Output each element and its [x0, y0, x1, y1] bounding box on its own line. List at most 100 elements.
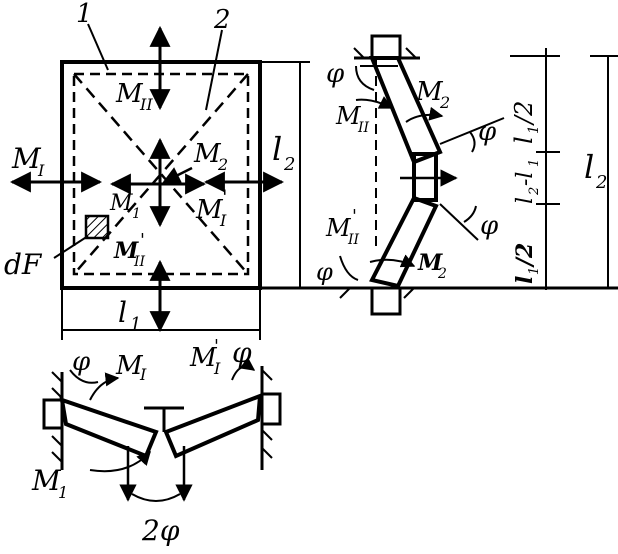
svg-text:l: l — [513, 197, 538, 204]
label-M1-center: M 1 — [109, 191, 141, 222]
svg-text:1: 1 — [132, 206, 141, 222]
svg-text:II: II — [133, 254, 146, 270]
svg-text:1: 1 — [130, 314, 141, 335]
upper-panel — [369, 56, 443, 165]
yield-line-diagonal-1 — [73, 73, 249, 275]
phi-arc-left — [69, 369, 99, 384]
svg-text:M: M — [31, 464, 62, 497]
svg-text:1: 1 — [526, 125, 542, 134]
yield-line-diagonal-2 — [73, 73, 249, 275]
m2-arc-bottom — [369, 254, 416, 268]
label-phi-bottom-left: φ — [72, 347, 91, 377]
dimension-right — [510, 48, 618, 290]
label-2: 2 — [213, 5, 231, 35]
label-M2-right-bottom: M 2 — [417, 250, 447, 282]
m2-arc-right — [405, 106, 444, 123]
leader-1 — [87, 23, 109, 71]
dimension-l1 — [61, 288, 261, 340]
svg-text:-l: -l — [513, 172, 538, 186]
svg-text:M: M — [325, 214, 352, 242]
svg-text:l: l — [584, 148, 594, 186]
svg-text:': ' — [214, 336, 219, 357]
svg-text:2: 2 — [439, 93, 450, 112]
svg-text:M: M — [335, 102, 362, 130]
svg-text:M: M — [189, 343, 218, 373]
label-M-I-prime-bottom: M I ' — [189, 336, 221, 378]
svg-text:I: I — [139, 365, 147, 384]
svg-text:I: I — [213, 359, 221, 378]
left-support-block — [42, 398, 64, 430]
label-M2-center: M 2 — [193, 139, 228, 174]
plate-group — [9, 23, 285, 333]
right-support-block — [260, 392, 282, 426]
right-panel — [163, 392, 263, 459]
svg-text:I: I — [37, 161, 45, 180]
svg-text:l: l — [118, 296, 127, 329]
label-l1-half-bottom: l 1 /2 — [512, 243, 542, 284]
svg-text:': ' — [140, 230, 145, 251]
label-phi-bottom-right: φ — [232, 336, 252, 369]
phi-arc-mid — [469, 131, 476, 153]
dimension-l2-square — [260, 61, 310, 288]
svg-text:1: 1 — [58, 483, 68, 502]
phi-arc-top — [355, 65, 375, 91]
mII-arc-right — [355, 96, 394, 109]
label-M-I-bottom: M I — [115, 351, 147, 384]
svg-text:M: M — [109, 191, 133, 216]
leader-2 — [205, 29, 223, 111]
svg-text:1: 1 — [527, 159, 542, 167]
top-support-block — [370, 34, 402, 60]
lower-panel — [369, 195, 439, 289]
right-mechanism — [339, 34, 505, 316]
phi-arc-lower — [463, 205, 477, 223]
label-phi-right-lower: φ — [480, 211, 499, 241]
svg-text:/2: /2 — [512, 243, 538, 268]
label-phi-right-mid: φ — [478, 117, 497, 147]
label-l2-square: l 2 — [272, 130, 295, 175]
svg-text:M: M — [415, 77, 444, 107]
svg-text:M: M — [193, 139, 222, 169]
label-M-I-left: M I — [11, 142, 45, 180]
svg-text:2: 2 — [595, 172, 607, 193]
label-l1-bottom: l 1 — [118, 296, 141, 335]
phi-arc-bottom-right — [339, 255, 359, 281]
label-phi-right-bottom: φ — [316, 258, 333, 286]
svg-text:M: M — [113, 238, 139, 264]
mI-prime-arc-right — [231, 356, 256, 381]
svg-text:M: M — [195, 195, 224, 225]
svg-text:2: 2 — [217, 155, 228, 174]
svg-text:II: II — [347, 232, 360, 248]
svg-text:II: II — [139, 95, 153, 114]
label-dF: dF — [4, 248, 43, 281]
svg-text:l: l — [510, 136, 538, 144]
label-M-II-prime-right: M II ' — [325, 206, 360, 248]
label-M-II-right: M II — [335, 102, 370, 136]
svg-text:/2: /2 — [510, 101, 538, 126]
label-M-II-prime-center: M II ' — [113, 230, 146, 270]
dF-leader — [53, 235, 89, 259]
svg-text:II: II — [357, 120, 370, 136]
svg-text:M: M — [115, 351, 144, 381]
arrow-m2-diag — [162, 166, 193, 184]
mI-arc-left — [89, 372, 120, 401]
label-2phi: 2φ — [141, 514, 180, 547]
svg-text:2: 2 — [527, 187, 542, 196]
svg-text:l: l — [512, 276, 538, 284]
svg-text:M: M — [115, 79, 144, 109]
label-M1-bottom: M 1 — [31, 464, 68, 502]
svg-text:M: M — [11, 142, 42, 175]
label-phi-right-top: φ — [326, 59, 345, 89]
label-1: 1 — [76, 0, 93, 29]
label-M2-right: M 2 — [415, 77, 450, 112]
svg-text:1: 1 — [527, 267, 542, 275]
moment-arc-bottom — [89, 450, 151, 473]
bottom-mechanism — [42, 356, 282, 502]
label-l1-half-top: l 1 /2 — [510, 101, 542, 144]
svg-text:2: 2 — [437, 266, 447, 282]
svg-text:': ' — [222, 185, 228, 209]
element-dF — [84, 214, 110, 240]
labels: 1 2 M II M I M 2 M 1 M I ' M II ' dF — [4, 0, 607, 547]
svg-text:I: I — [219, 211, 227, 230]
